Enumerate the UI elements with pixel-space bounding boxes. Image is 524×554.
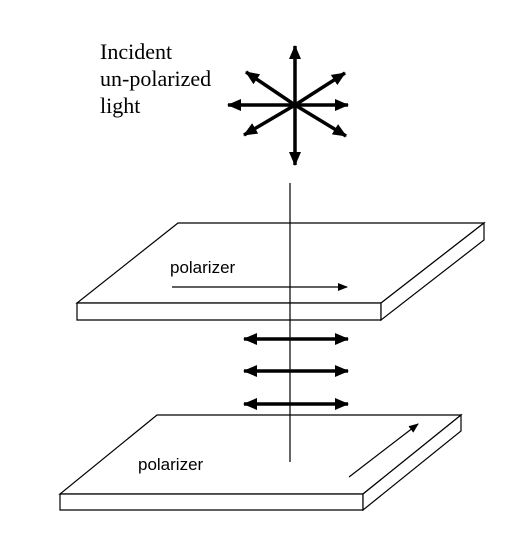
top-plate-front-edge bbox=[76, 302, 382, 321]
top-polarizer-plate bbox=[75, 221, 486, 322]
star-arrow-down-right bbox=[294, 103, 347, 138]
star-arrow-up-left bbox=[245, 70, 296, 107]
top-plate-side-edge bbox=[380, 221, 485, 322]
star-arrow-up-right bbox=[294, 71, 346, 107]
bottom-polarizer-label: polarizer bbox=[138, 455, 204, 474]
bottom-polarizer-axis-arrow bbox=[348, 423, 419, 478]
incident-light-star bbox=[227, 45, 349, 166]
incident-light-label: Incident un-polarized light bbox=[100, 38, 211, 119]
bottom-plate-front-edge bbox=[59, 493, 364, 511]
incident-label-line3: light bbox=[100, 93, 141, 118]
polarized-light-arrows bbox=[243, 333, 349, 410]
top-polarizer-label: polarizer bbox=[170, 258, 236, 277]
bottom-polarizer-plate bbox=[58, 413, 463, 512]
bottom-plate-side-edge bbox=[362, 413, 462, 512]
incident-label-line2: un-polarized bbox=[100, 66, 212, 91]
top-plate-surface bbox=[75, 222, 486, 304]
bottom-plate-surface bbox=[58, 414, 463, 495]
star-arrow-down-left bbox=[243, 103, 296, 137]
incident-label-line1: Incident bbox=[100, 39, 173, 64]
